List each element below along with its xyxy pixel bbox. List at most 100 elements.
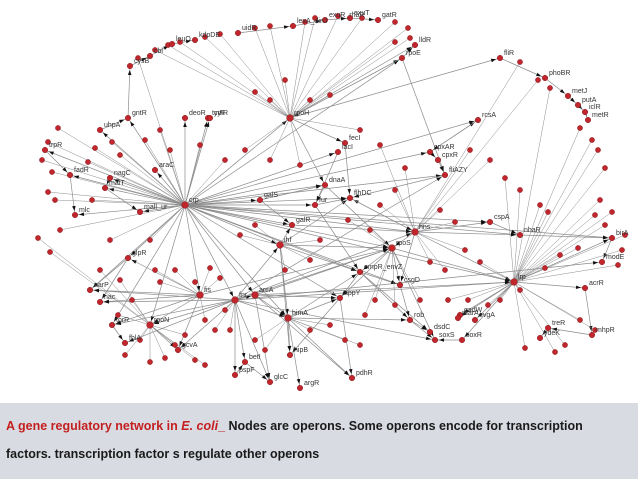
node-label-galS: galS [264, 192, 278, 199]
edge-rpoE-rpoH [289, 57, 403, 119]
node-extra-30 [107, 237, 113, 243]
arrowhead-13 [281, 120, 287, 126]
caption-prefix: A gene regulatory network in [6, 419, 182, 433]
node-label-phoBR: phoBR [549, 70, 570, 77]
edge-crp-flhDC [184, 197, 351, 206]
edge-crp-himA [184, 204, 289, 319]
edge-extra-86 [513, 189, 521, 283]
arrowhead-134 [102, 293, 107, 299]
node-extra-119 [197, 142, 203, 148]
node-extra-13 [405, 25, 411, 31]
arrowhead-88 [504, 277, 511, 282]
arrowhead-5 [108, 188, 115, 192]
arrowhead-1 [102, 132, 108, 138]
edge-hns-nhaR [414, 231, 521, 236]
node-label-lacI: lacI [342, 144, 353, 151]
arrowhead-100 [421, 324, 427, 330]
arrowhead-150 [570, 97, 576, 103]
node-extra-20 [45, 189, 51, 195]
node-extra-100 [307, 257, 313, 263]
edge-rpoH-dnaA [289, 117, 326, 186]
edge-galR-hns [291, 224, 416, 233]
edge-fnr-rpoN [149, 299, 236, 326]
node-extra-121 [577, 317, 583, 323]
edge-extra-7 [269, 25, 291, 119]
edge-extra-67 [499, 281, 515, 301]
node-label-iclR: iclR [589, 104, 601, 111]
node-extra-118 [167, 147, 173, 153]
arrowhead-86 [396, 275, 400, 282]
node-label-acrR: acrR [589, 280, 604, 287]
arrowhead-56 [592, 261, 599, 265]
node-label-soxR: soxR [466, 332, 482, 339]
node-extra-36 [172, 267, 178, 273]
arrowhead-118 [347, 188, 351, 195]
node-fliAZY [442, 171, 449, 178]
arrowhead-148 [536, 72, 542, 77]
edge-extra-63 [391, 247, 421, 301]
arrowhead-65 [153, 318, 159, 323]
edge-arcA-pdhR [254, 294, 353, 379]
edge-extra-5 [219, 33, 291, 119]
node-extra-21 [35, 235, 41, 241]
node-metJ [565, 92, 572, 99]
node-rpoH [286, 114, 294, 122]
node-label-lexA_dinJ: lexA_dinJ [297, 18, 327, 25]
arrowhead-57 [436, 177, 442, 182]
node-label-gatR: gatR [382, 12, 397, 19]
arrowhead-34 [420, 152, 427, 156]
node-label-leuO: leuO [176, 36, 191, 43]
edge-fnr-betI [234, 299, 246, 363]
node-label-argR: argR [304, 380, 319, 387]
node-rob [407, 317, 414, 324]
node-lexA_dinJ [290, 23, 297, 30]
node-label-dnaA: dnaA [329, 177, 346, 184]
arrowhead-7 [78, 212, 85, 216]
edge-extra-121 [513, 281, 581, 321]
node-extra-114 [252, 89, 258, 95]
node-lrp [510, 278, 518, 286]
edge-extra-111 [289, 94, 331, 119]
node-extra-35 [157, 279, 163, 285]
node-label-fliAZY: fliAZY [449, 167, 468, 174]
edge-extra-100 [279, 244, 311, 261]
edge-crp-cpxAR [184, 151, 431, 206]
node-extra-5 [217, 31, 223, 37]
node-extra-55 [262, 347, 268, 353]
edge-extra-25 [111, 141, 186, 206]
node-soxR [459, 337, 466, 344]
edge-extra-3 [179, 41, 291, 119]
node-hipB [287, 352, 294, 359]
node-extra-60 [372, 297, 378, 303]
arrowhead-153 [405, 229, 412, 234]
node-extra-79 [577, 125, 583, 131]
node-extra-10 [335, 13, 341, 19]
edge-fnr-modE [234, 261, 603, 301]
edge-fis-rpoS [199, 247, 393, 296]
node-gcvA [174, 347, 181, 354]
edge-extra-18 [41, 159, 186, 206]
node-label-exuR_rhaR: exuR_rhaR [329, 12, 364, 19]
arrowhead-29 [280, 310, 286, 316]
edge-extra-74 [513, 211, 613, 283]
edge-crp-cspA [184, 204, 491, 223]
arrowhead-121 [439, 338, 444, 342]
edge-extra-78 [513, 139, 593, 283]
arrowhead-163 [261, 374, 267, 380]
arrowhead-124 [542, 329, 548, 335]
edge-extra-110 [289, 117, 361, 131]
node-extra-92 [477, 259, 483, 265]
edge-extra-88 [513, 211, 549, 283]
node-extra-89 [437, 207, 443, 213]
edge-extra-16 [57, 127, 186, 206]
arrowhead-125 [551, 327, 558, 332]
network-edges [37, 15, 626, 389]
edge-arcA-glcC [254, 294, 271, 383]
edge-fecI-flhDC [344, 142, 351, 199]
node-extra-87 [537, 202, 543, 208]
edge-extra-102 [239, 234, 281, 246]
edge-extra-65 [467, 281, 515, 301]
node-metR [585, 116, 592, 123]
arrowhead-68 [103, 299, 110, 304]
